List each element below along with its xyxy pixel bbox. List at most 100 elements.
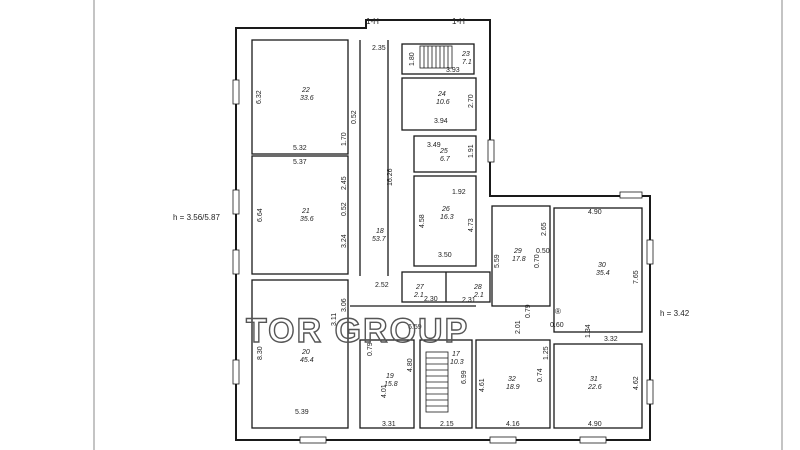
dim-label: 5.37 [293,159,307,166]
dim-label: 3.50 [438,252,452,259]
dim-label: 1.80 [409,52,416,66]
dim-label: 4.61 [479,378,486,392]
room-area: 35.6 [300,216,314,223]
dim-label: 0.52 [341,202,348,216]
dim-label: 4.01 [381,384,388,398]
dimension-labels-vertical: 1.80 6.32 0.52 2.70 1.70 1.91 16.26 2.45… [256,52,640,398]
dim-label: 2.45 [341,176,348,190]
room-number: 20 [301,349,310,356]
room-number: 22 [301,87,310,94]
dim-label: 0.79 [367,342,374,356]
room-area: 35.4 [596,270,610,277]
room-area: 22.6 [587,384,602,391]
dim-label: 3.11 [331,313,338,326]
dim-label: 1.92 [452,189,466,196]
watermark-text: TOR GROUP [246,312,469,350]
dim-label: 2.30 [424,296,438,303]
dim-label: 16.26 [387,168,394,186]
dim-label: 6.99 [461,370,468,384]
dim-label: 0.60 [550,322,564,329]
dim-label: 7.65 [633,270,640,284]
room-area: 10.3 [450,359,464,366]
room-number: 25 [439,148,448,155]
dim-label: 2.35 [372,45,386,52]
height-label-left: h = 3.56/5.87 [173,213,220,222]
room-area: 45.4 [300,357,314,364]
dim-label: 0.70 [534,254,541,268]
room-area: 33.6 [300,95,314,102]
room-area: 2.1 [413,292,424,299]
dim-label: 1.34 [585,324,592,338]
room-number: 21 [301,208,310,215]
dim-label: 1.70 [341,132,348,146]
dim-label: 2.15 [440,421,454,428]
room-number: 30 [598,262,606,269]
room-number: 24 [437,91,446,98]
dim-label: 4.16 [506,421,520,428]
dim-label: 4.73 [468,218,475,232]
interior-walls [251,39,643,429]
dim-label: 4.62 [633,376,640,390]
room-labels: 22 33.6 21 35.6 20 45.4 18 53.7 23 7.1 2… [300,51,610,391]
room-area: 15.8 [384,381,398,388]
dim-label: 4.90 [588,209,602,216]
room-area: 53.7 [372,236,387,243]
dim-label: 0.79 [525,304,532,318]
room-number: 28 [473,284,482,291]
dim-label: 3.49 [427,142,441,149]
section-mark-left: 1-H [366,17,379,26]
room-area: 7.1 [462,59,472,66]
dim-label: 4.58 [419,214,426,228]
room-number: 19 [386,373,394,380]
dim-label: 2.31 [462,297,476,304]
dim-label: 0.52 [351,110,358,124]
height-label-right: h = 3.42 [660,309,690,318]
dim-label: 4.90 [588,421,602,428]
dim-label: 1.25 [543,346,550,360]
dim-label: 5.59 [494,254,501,268]
dim-label: 3.24 [341,234,348,248]
dim-label: 2.65 [541,222,548,236]
watermark-registered-mark: ® [555,307,561,316]
dim-label: 3.32 [604,336,618,343]
room-number: 26 [441,206,450,213]
section-mark-right: 1-H [452,17,465,26]
room-area: 6.7 [440,156,451,163]
dim-label: 2.70 [468,94,475,108]
room-number: 23 [461,51,470,58]
dim-label: 4.80 [407,358,414,372]
dim-label: 1.91 [468,144,475,158]
dim-label: 6.59 [408,324,422,331]
room-number: 31 [590,376,598,383]
staircase-top [419,45,453,69]
room-number: 29 [513,248,522,255]
windows [232,79,654,444]
dim-label: 5.32 [293,145,307,152]
dim-label: 5.39 [295,409,309,416]
room-number: 18 [376,228,384,235]
dim-label: 0.74 [537,368,544,382]
dim-label: 3.06 [341,298,348,312]
dim-label: 3.94 [434,118,448,125]
room-number: 27 [415,284,425,291]
dim-label: 3.31 [382,421,396,428]
dim-label: 2.01 [515,320,522,334]
dim-label: 0.50 [536,248,550,255]
dim-label: 6.32 [256,90,263,104]
room-area: 2.1 [473,292,484,299]
exterior-walls [235,19,651,441]
room-number: 32 [508,376,516,383]
room-area: 10.6 [436,99,450,106]
dim-label: 3.93 [446,67,460,74]
room-number: 17 [452,351,461,358]
room-area: 16.3 [440,214,454,221]
staircase-bottom [425,351,449,413]
dim-label: 8.30 [257,346,264,360]
dim-label: 2.52 [375,282,389,289]
room-area: 17.8 [512,256,526,263]
room-area: 18.9 [506,384,520,391]
dim-label: 6.64 [257,208,264,222]
dimension-labels: 2.35 3.93 3.94 5.32 3.49 5.37 1.92 4.90 … [293,45,618,428]
